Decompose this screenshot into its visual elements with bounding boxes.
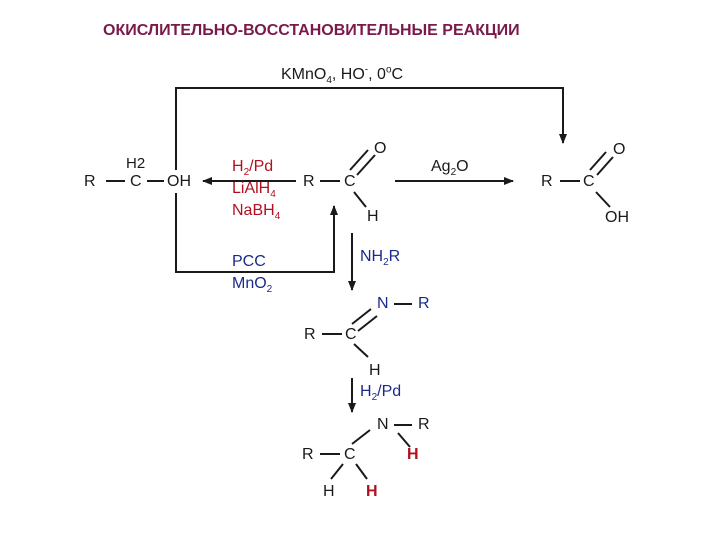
acid-oh: OH xyxy=(605,209,629,226)
amine-n-r-group: R xyxy=(418,416,430,433)
bond-c-o-double-2 xyxy=(356,154,376,176)
reduction-reagent-lialh4: LiAlH4 xyxy=(232,180,276,201)
top-reagent-label: KMnO4, HO-, 0oC xyxy=(281,64,404,87)
aldehyde-r-group: R xyxy=(303,173,315,190)
acid-oxygen: O xyxy=(613,141,626,158)
oxidation-reagent-mno2: MnO2 xyxy=(232,275,273,296)
bond-c-o-double-1 xyxy=(349,149,369,171)
bond-n-h-amine xyxy=(397,432,411,448)
imine-n-r-group: R xyxy=(418,295,430,312)
alcohol-h2: H2 xyxy=(126,155,146,172)
reduction-reagent-nabh4: NaBH4 xyxy=(232,202,281,223)
imine-carbon: C xyxy=(345,326,357,343)
amine-n-hydrogen: H xyxy=(407,446,419,463)
amine-c-hydrogen: H xyxy=(323,483,335,500)
imine-hydrogen: H xyxy=(369,362,381,379)
amine-reagent-nh2r: NH2R xyxy=(360,248,401,269)
oxidation-reagent-pcc: PCC xyxy=(232,253,266,270)
silver-oxide-reagent: Ag2O xyxy=(431,158,469,179)
bond-c-h-imine xyxy=(353,343,369,358)
alcohol-carbon: C xyxy=(130,173,142,190)
bond-c-oh-acid xyxy=(595,191,611,208)
acid-carbon: C xyxy=(583,173,595,190)
bond-c-h-aldehyde xyxy=(353,191,367,208)
aldehyde-carbon: C xyxy=(344,173,356,190)
amine-nitrogen: N xyxy=(377,416,389,433)
bond-c-n-double-1 xyxy=(351,308,372,325)
hydrogenation-reagent: H2/Pd xyxy=(360,383,402,404)
amine-c-hydrogen-new: H xyxy=(366,483,378,500)
alcohol-r-group: R xyxy=(84,173,96,190)
aldehyde-hydrogen: H xyxy=(367,208,379,225)
bond-c-n-double-2 xyxy=(357,315,378,332)
acid-r-group: R xyxy=(541,173,553,190)
aldehyde-oxygen: O xyxy=(374,140,387,157)
bond-c-n-amine xyxy=(351,429,371,445)
bond-c-h-amine-left xyxy=(330,463,344,480)
reduction-reagent-h2pd: H2/Pd xyxy=(232,158,274,179)
arrow-alcohol-to-aldehyde xyxy=(175,193,338,273)
alcohol-oh: OH xyxy=(167,173,191,190)
imine-r-group: R xyxy=(304,326,316,343)
page-title: ОКИСЛИТЕЛЬНО-ВОССТАНОВИТЕЛЬНЫЕ РЕАКЦИИ xyxy=(103,22,520,39)
amine-r-group: R xyxy=(302,446,314,463)
bond-c-o-double-acid-1 xyxy=(589,151,607,171)
arrow-top-oxidation xyxy=(175,87,567,170)
imine-nitrogen: N xyxy=(377,295,389,312)
bond-c-h-amine-right xyxy=(355,463,368,480)
amine-carbon: C xyxy=(344,446,356,463)
bond-c-o-double-acid-2 xyxy=(596,156,614,176)
